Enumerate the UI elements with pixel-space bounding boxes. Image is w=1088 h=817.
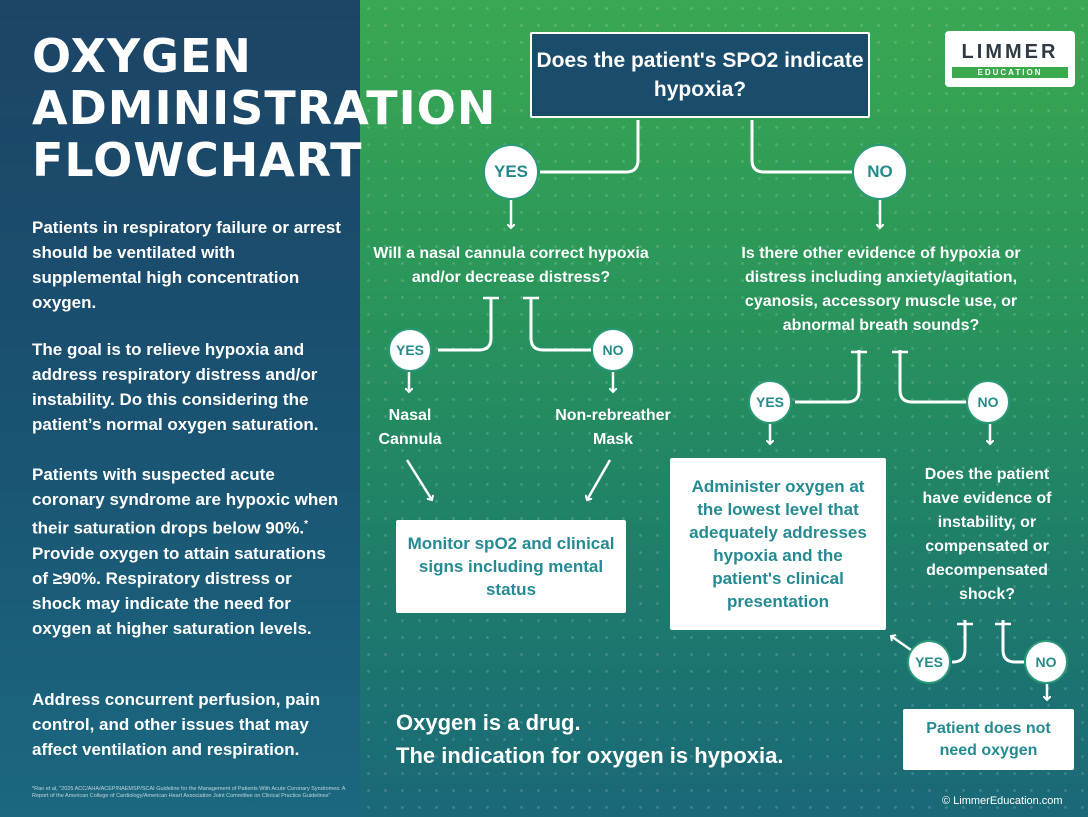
yes-badge-main: YES	[483, 144, 539, 200]
no-badge-evidence: NO	[966, 380, 1010, 424]
outcome-nrb-mask: Non-rebreather Mask	[555, 407, 671, 448]
outcome-nasal-cannula: Nasal Cannula	[378, 407, 442, 448]
connector-instability-yes	[952, 620, 967, 664]
arrow-mask-to-monitor	[587, 459, 612, 500]
yes-badge-cannula: YES	[388, 328, 432, 372]
copyright: © LimmerEducation.com	[942, 795, 1063, 807]
tagline: Oxygen is a drug. The indication for oxy…	[396, 706, 916, 772]
connector-evidence-no	[898, 350, 966, 404]
intro-paragraph-2: The goal is to relieve hypoxia and addre…	[32, 340, 319, 434]
page-title: OXYGEN ADMINISTRATION FLOWCHART	[32, 30, 502, 186]
intro-paragraph-3: Patients with suspected acute coronary s…	[32, 462, 342, 641]
connector-cannula-yes	[438, 297, 493, 352]
question-nasal-cannula: Will a nasal cannula correct hypoxia and…	[373, 245, 649, 286]
intro-paragraph-4: Address concurrent perfusion, pain contr…	[32, 690, 321, 759]
title-line-3: FLOWCHART	[32, 133, 363, 187]
logo-subtitle: EDUCATION	[952, 66, 1068, 78]
connector-evidence-yes	[795, 350, 861, 404]
main-question: Does the patient's SPO2 indicate hypoxia…	[530, 32, 870, 118]
intro-paragraph-3-end: Provide oxygen to attain saturations of …	[32, 543, 326, 638]
no-badge-instability: NO	[1024, 640, 1068, 684]
connector-main-no	[750, 120, 852, 174]
question-other-evidence: Is there other evidence of hypoxia or di…	[741, 245, 1021, 334]
logo-brand: LIMMER	[961, 40, 1059, 63]
tagline-line-2: The indication for oxygen is hypoxia.	[396, 743, 784, 768]
no-badge-main: NO	[852, 144, 908, 200]
title-line-2: ADMINISTRATION	[32, 81, 497, 135]
footnote: *Rao et al, "2025 ACC/AHA/ACEP/NAEMSP/SC…	[32, 786, 346, 799]
arrow-cannula-to-monitor	[405, 459, 432, 500]
yes-badge-instability: YES	[907, 640, 951, 684]
title-line-1: OXYGEN	[32, 29, 252, 83]
connector-main-yes	[540, 120, 640, 174]
no-badge-cannula: NO	[591, 328, 635, 372]
connector-cannula-no	[529, 297, 591, 352]
footnote-marker: *	[304, 519, 308, 530]
question-instability: Does the patient have evidence of instab…	[922, 466, 1052, 603]
monitor-box: Monitor spO2 and clinical signs includin…	[396, 520, 626, 613]
intro-paragraph-1: Patients in respiratory failure or arres…	[32, 218, 341, 312]
left-panel	[0, 0, 360, 817]
limmer-logo: LIMMER EDUCATION	[945, 31, 1075, 87]
connector-instability-no	[1001, 620, 1024, 664]
tagline-line-1: Oxygen is a drug.	[396, 710, 581, 735]
arrow-instability-yes-to-administer	[891, 636, 912, 652]
intro-paragraph-3-start: Patients with suspected acute coronary s…	[32, 465, 339, 538]
yes-badge-evidence: YES	[748, 380, 792, 424]
administer-oxygen-box: Administer oxygen at the lowest level th…	[670, 458, 886, 630]
no-oxygen-box: Patient does not need oxygen	[903, 709, 1074, 770]
